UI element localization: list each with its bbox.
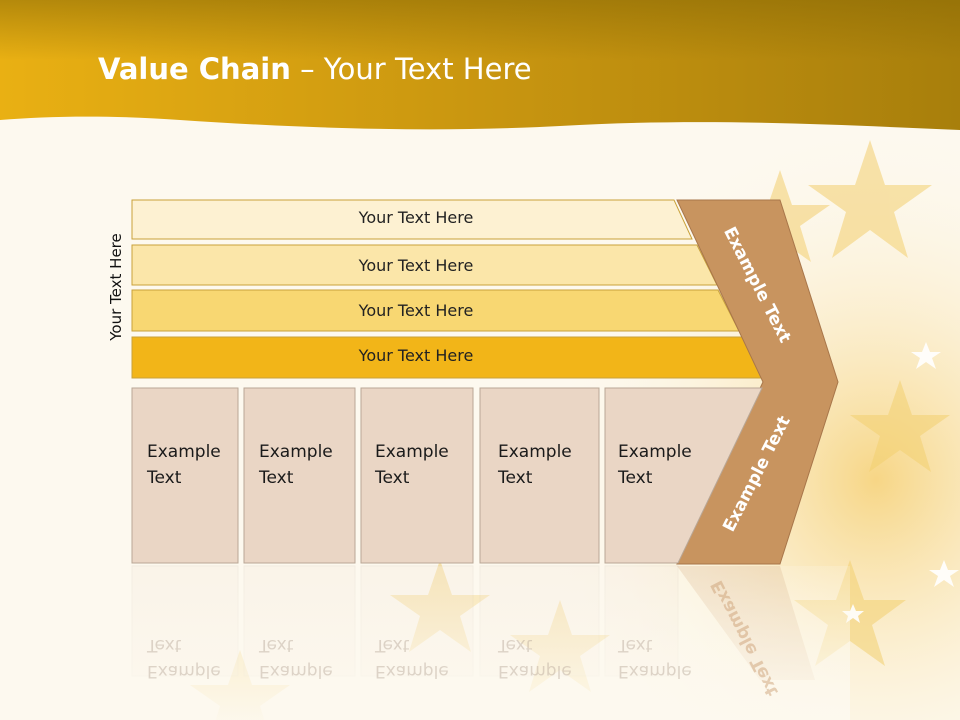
chevron-arrow (676, 199, 839, 565)
activity-box-4 (479, 387, 600, 564)
title-rest: – Your Text Here (290, 52, 532, 86)
bar-1-label: Your Text Here (358, 208, 474, 227)
activity-box-3 (360, 387, 474, 564)
activity-box-5 (604, 387, 763, 564)
vertical-label: Your Text Here (107, 233, 125, 341)
bar-3-label: Your Text Here (358, 301, 474, 320)
bar-4-label: Your Text Here (358, 346, 474, 365)
activity-box-2 (243, 387, 356, 564)
slide-title: Value Chain – Your Text Here (98, 52, 532, 86)
activity-box-1 (131, 387, 239, 564)
bar-2-label: Your Text Here (358, 256, 474, 275)
bar-1 (131, 199, 693, 240)
title-bold: Value Chain (98, 52, 291, 86)
